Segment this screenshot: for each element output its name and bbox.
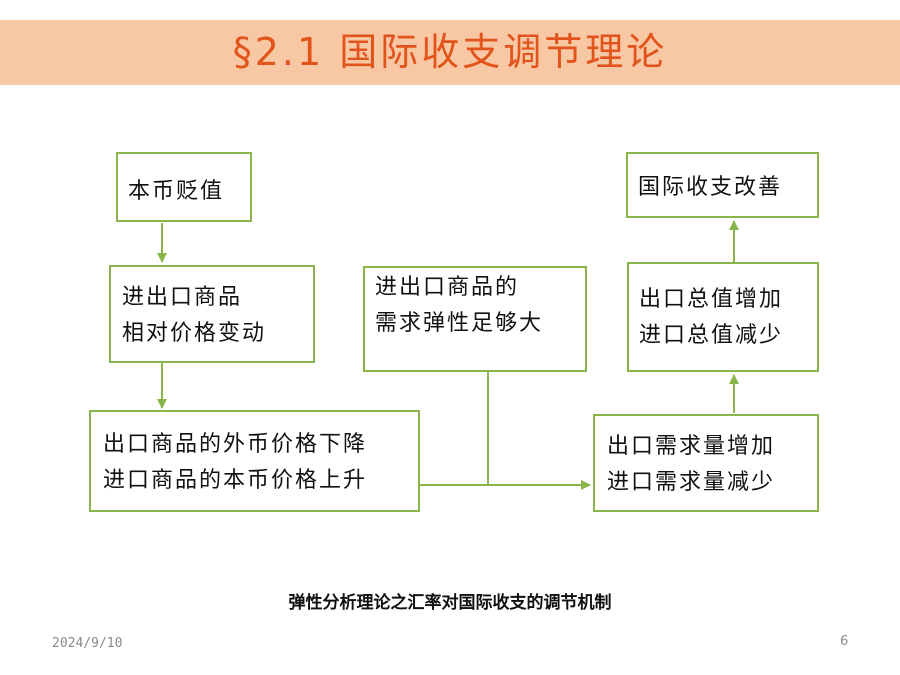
box-line: 进出口商品的 <box>375 275 520 300</box>
box-line: 需求弹性足够大 <box>375 311 544 336</box>
box-line: 相对价格变动 <box>122 321 267 346</box>
footer-date: 2024/9/10 <box>52 636 123 651</box>
box-bop-improvement: 国际收支改善 <box>626 152 819 218</box>
box-line: 出口商品的外币价格下降 <box>103 432 368 457</box>
page-number: 6 <box>840 634 849 649</box>
title-band: §2.1 国际收支调节理论 <box>0 20 900 85</box>
box-line: 出口需求量增加 <box>607 434 776 459</box>
box-price-change: 出口商品的外币价格下降 进口商品的本币价格上升 <box>89 410 420 512</box>
box-relative-price-change: 进出口商品 相对价格变动 <box>109 265 315 363</box>
box-line: 进口商品的本币价格上升 <box>103 468 368 493</box>
box-line: 进口需求量减少 <box>607 470 776 495</box>
box-demand-change: 出口需求量增加 进口需求量减少 <box>593 414 819 512</box>
box-line: 进出口商品 <box>122 285 243 310</box>
box-line: 本币贬值 <box>128 179 225 204</box>
box-demand-elasticity: 进出口商品的 需求弹性足够大 <box>363 266 587 372</box>
box-currency-depreciation: 本币贬值 <box>116 152 252 222</box>
slide-title: §2.1 国际收支调节理论 <box>232 30 668 74</box>
box-value-change: 出口总值增加 进口总值减少 <box>627 262 819 372</box>
box-line: 国际收支改善 <box>638 175 783 200</box>
box-line: 进口总值减少 <box>639 323 784 348</box>
box-line: 出口总值增加 <box>639 287 784 312</box>
diagram-caption: 弹性分析理论之汇率对国际收支的调节机制 <box>288 593 612 613</box>
